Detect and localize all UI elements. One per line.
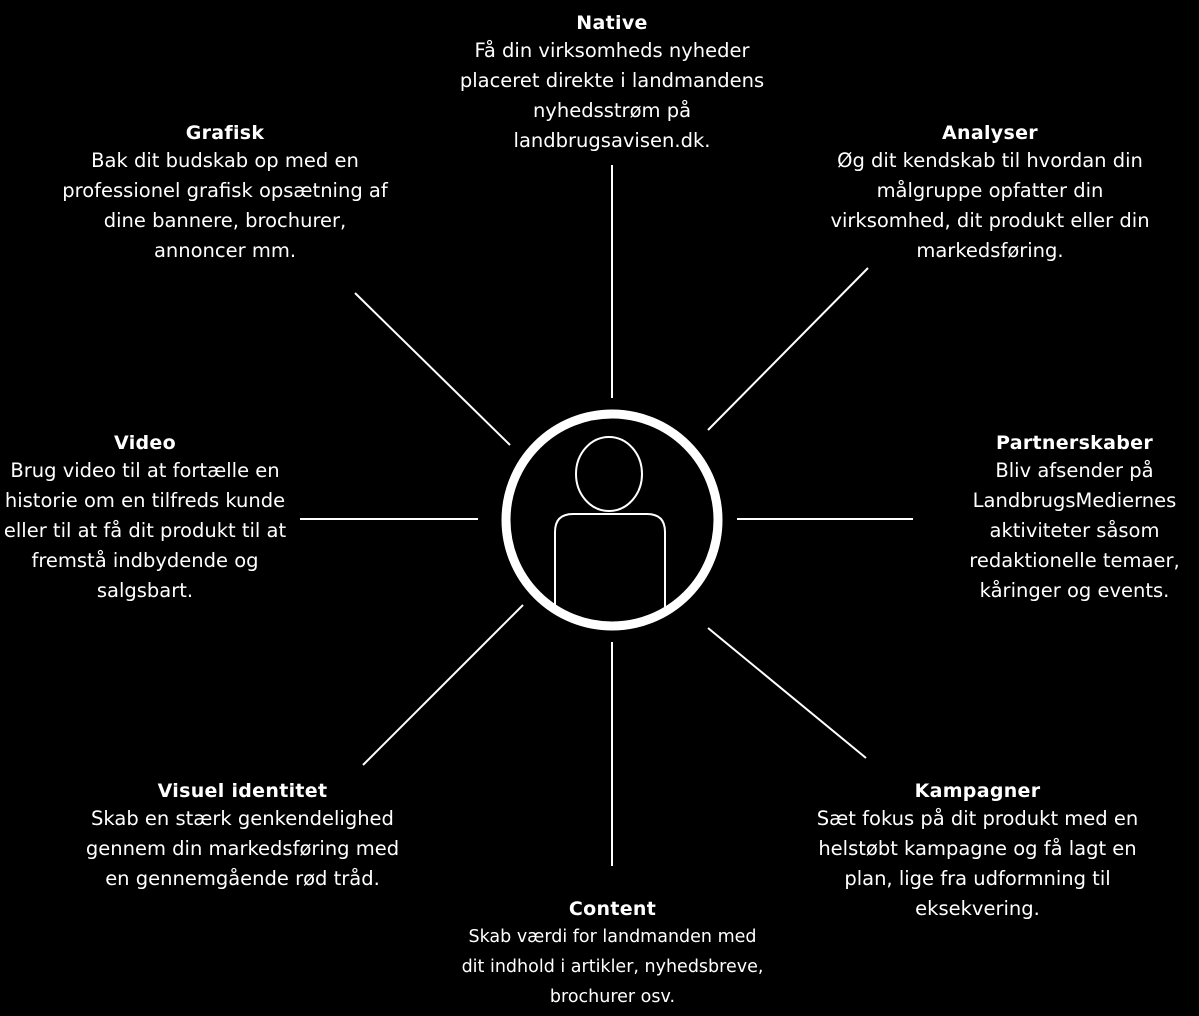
service-video: Video Brug video til at fortælle en hist… bbox=[0, 430, 290, 606]
connector-grafisk bbox=[354, 292, 511, 446]
connector-visuel bbox=[362, 604, 524, 766]
service-content: Content Skab værdi for landmanden med di… bbox=[460, 896, 765, 1012]
service-analyser: Analyser Øg dit kendskab til hvordan din… bbox=[820, 120, 1160, 266]
service-title: Content bbox=[568, 898, 657, 920]
person-icon bbox=[554, 436, 666, 611]
service-grafisk: Grafisk Bak dit budskab op med en profes… bbox=[60, 120, 390, 266]
service-native: Native Få din virksomheds nyheder placer… bbox=[452, 10, 772, 156]
service-description: Skab en stærk genkendelighed gennem din … bbox=[85, 807, 400, 890]
service-visuel-identitet: Visuel identitet Skab en stærk genkendel… bbox=[85, 778, 400, 894]
service-title: Kampagner bbox=[914, 780, 1041, 802]
service-title: Visuel identitet bbox=[157, 780, 328, 802]
service-kampagner: Kampagner Sæt fokus på dit produkt med e… bbox=[795, 778, 1160, 924]
service-description: Skab værdi for landmanden med dit indhol… bbox=[461, 927, 764, 1007]
service-title: Video bbox=[114, 432, 176, 454]
service-description: Få din virksomheds nyheder placeret dire… bbox=[459, 39, 765, 152]
hub-circle bbox=[501, 409, 723, 631]
service-description: Brug video til at fortælle en historie o… bbox=[3, 459, 287, 602]
service-description: Øg dit kendskab til hvordan din målgrupp… bbox=[830, 149, 1150, 262]
person-head bbox=[575, 436, 643, 512]
service-title: Partnerskaber bbox=[996, 432, 1153, 454]
service-title: Grafisk bbox=[185, 122, 265, 144]
service-description: Bliv afsender på LandbrugsMediernes akti… bbox=[969, 459, 1180, 602]
person-body bbox=[554, 513, 666, 611]
service-description: Bak dit budskab op med en professionel g… bbox=[62, 149, 388, 262]
service-title: Native bbox=[576, 12, 648, 34]
connector-kampagner bbox=[707, 627, 867, 759]
service-partnerskaber: Partnerskaber Bliv afsender på Landbrugs… bbox=[950, 430, 1199, 606]
service-title: Analyser bbox=[942, 122, 1038, 144]
service-description: Sæt fokus på dit produkt med en helstøbt… bbox=[816, 807, 1139, 920]
connector-analyser bbox=[707, 267, 869, 431]
